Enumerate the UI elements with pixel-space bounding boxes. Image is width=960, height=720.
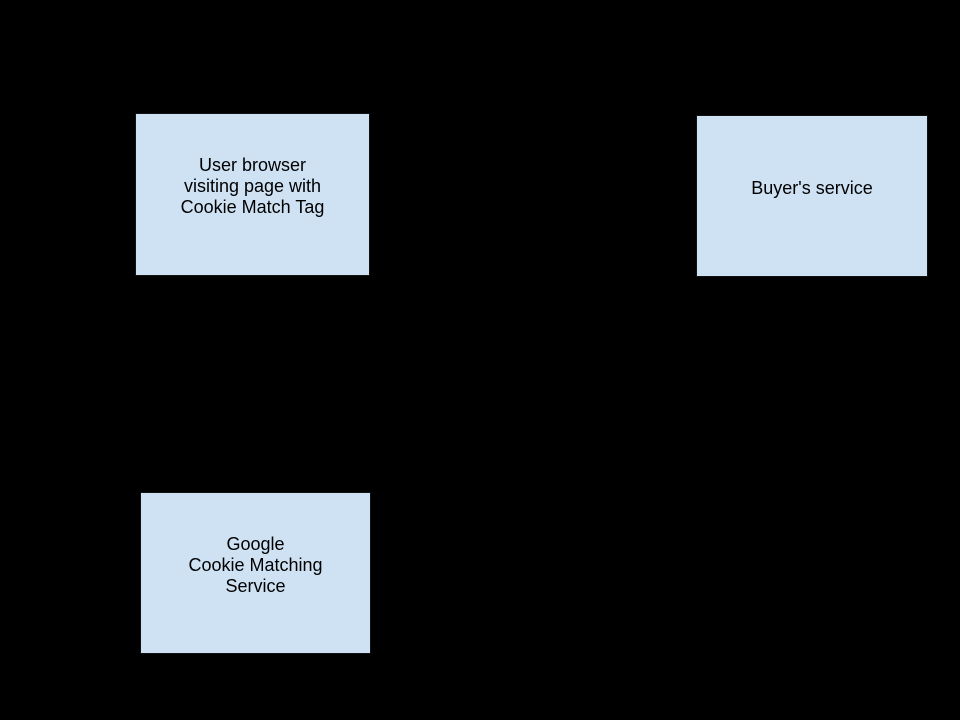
node-user-browser-label: User browser visiting page with Cookie M…	[181, 155, 325, 218]
label-line: Service	[225, 575, 286, 596]
label-line: Google	[226, 533, 285, 554]
label-line: Cookie Matching	[188, 554, 323, 575]
node-user-browser: User browser visiting page with Cookie M…	[135, 113, 370, 276]
label-line: Cookie Match Tag	[180, 197, 325, 217]
label-line: Buyer's service	[751, 177, 873, 198]
node-buyers-service-label: Buyer's service	[751, 178, 872, 199]
node-buyers-service: Buyer's service	[696, 115, 928, 277]
node-google-cookie-matching-service-label: Google Cookie Matching Service	[188, 534, 322, 597]
label-line: visiting page with	[183, 176, 322, 196]
node-google-cookie-matching-service: Google Cookie Matching Service	[140, 492, 371, 654]
label-line: User browser	[198, 155, 307, 175]
